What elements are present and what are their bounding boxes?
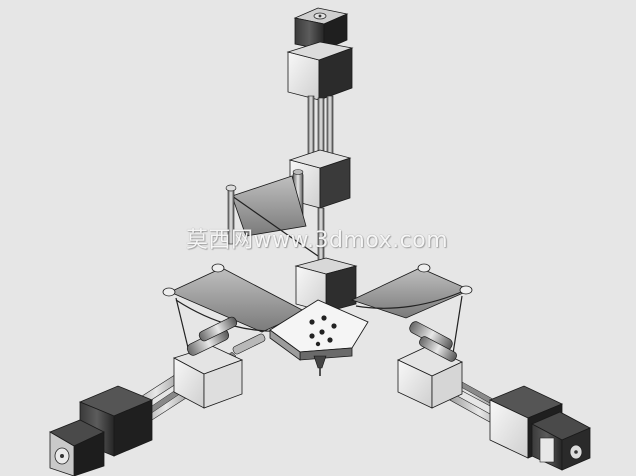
nozzle <box>313 355 327 376</box>
left-stepper-motor <box>49 419 105 476</box>
right-stepper-motor <box>531 411 591 471</box>
right-arm-belt <box>350 263 473 361</box>
left-carriage-block <box>172 316 266 409</box>
top-carriage-block <box>288 149 352 221</box>
top-stepper-motor <box>293 7 349 51</box>
top-motor-housing <box>286 41 354 101</box>
right-carriage-block <box>397 321 463 409</box>
effector-plate <box>269 299 369 361</box>
top-arm-belt <box>225 175 319 257</box>
